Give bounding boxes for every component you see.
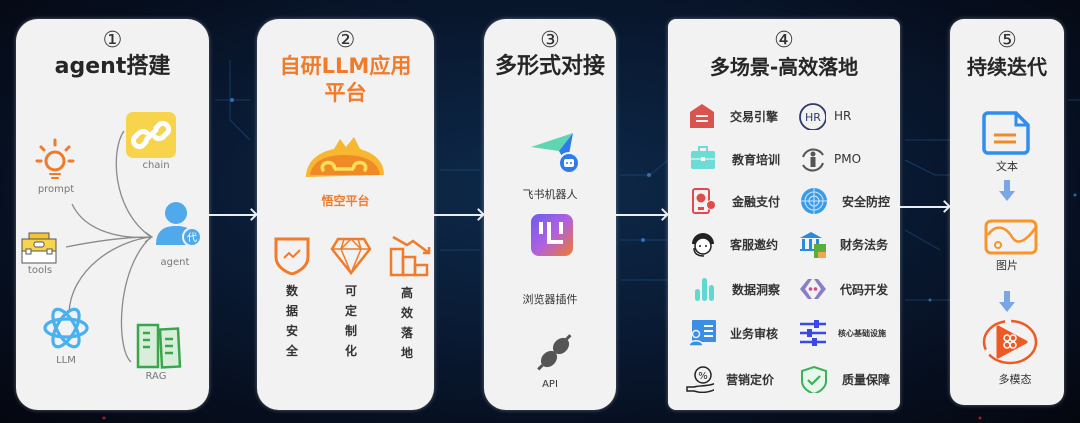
bank-icon <box>800 232 826 258</box>
code-icon <box>800 279 826 299</box>
flow-arrow-1-2 <box>209 214 255 216</box>
hr-icon: HR <box>799 103 826 130</box>
down-arrow-icon <box>999 291 1015 312</box>
rag-label: RAG <box>145 371 167 382</box>
svg-text:HR: HR <box>805 111 821 124</box>
stage-title: 多场景-高效落地 <box>709 55 859 79</box>
stage-title-line2: 平台 <box>324 81 367 105</box>
stage-number: ② <box>335 28 356 53</box>
scenario-finance-payment: 金融支付 <box>690 187 780 215</box>
scenario-education: 教育培训 <box>690 145 780 173</box>
diamond-icon <box>330 237 372 275</box>
stage-integration: ③ 多形式对接 飞书机器人 浏览器插件 API <box>484 19 616 410</box>
trade-engine-icon <box>690 104 714 128</box>
bar-chart-icon <box>695 278 714 301</box>
scenario-quality-assurance: 质量保障 <box>800 365 890 393</box>
agent-user-icon: 代 <box>156 202 202 247</box>
scenario-finance-legal: 财务法务 <box>798 230 888 258</box>
rag-database-icon <box>136 323 182 369</box>
image-label: 图片 <box>996 259 1018 272</box>
llm-label: LLM <box>56 355 76 366</box>
stage-number: ⑤ <box>997 28 1017 53</box>
browser-plugin-label: 浏览器插件 <box>522 293 578 306</box>
svg-text:%: % <box>698 371 708 382</box>
stage-agent-build: ① agent搭建 prompt <box>16 19 209 410</box>
connector-curves <box>65 130 154 363</box>
id-card-icon <box>688 320 716 347</box>
payment-phone-icon <box>692 188 716 214</box>
chain-link-icon <box>126 112 176 158</box>
scenario-customer-service: 客服邀约 <box>688 230 778 258</box>
prompt-label: prompt <box>37 184 75 195</box>
stage-multi-scenario: ④ 多场景-高效落地 交易引擎 HR HR 教育培训 PMO <box>668 19 900 410</box>
stage-number: ③ <box>540 28 560 53</box>
pmo-cycle-icon <box>802 148 824 172</box>
scenario-data-insight: 数据洞察 <box>690 275 780 303</box>
svg-text:代: 代 <box>187 232 197 244</box>
scenario-security: 安全防控 <box>800 187 890 215</box>
stage-title-line1: 自研LLM应用 <box>279 54 412 78</box>
multimodal-label: 多模态 <box>998 373 1032 386</box>
scenario-trade-engine: 交易引擎 <box>688 102 778 130</box>
customer-service-icon <box>692 233 714 257</box>
feishu-bot-label: 飞书机器人 <box>522 188 578 201</box>
browser-plugin-icon <box>531 214 573 256</box>
radar-icon <box>801 188 827 214</box>
sliders-icon <box>800 320 826 346</box>
flow-arrow-2-3 <box>434 214 482 216</box>
platform-name: 悟空平台 <box>321 194 370 208</box>
toolbox-icon <box>21 232 57 264</box>
tools-label: tools <box>27 265 53 276</box>
scenario-core-infra: 核心基础设施 <box>798 319 896 347</box>
down-arrow-icon <box>999 180 1015 201</box>
stage-number: ① <box>102 28 123 53</box>
plug-icon <box>537 334 572 371</box>
scenario-hr: HR HR <box>798 102 851 130</box>
text-label: 文本 <box>996 160 1018 173</box>
document-icon <box>982 111 1030 155</box>
flow-arrow-4-5 <box>900 206 948 208</box>
feishu-bot-icon <box>531 133 579 174</box>
image-icon <box>984 219 1038 255</box>
stage-llm-platform: ② 自研LLM应用 平台 悟空平台 数据安全 可定制化 高效落 <box>257 19 434 410</box>
feature-customizable: 可定制化 <box>344 284 357 358</box>
api-label: API <box>542 379 558 390</box>
wukong-logo-icon <box>306 137 384 177</box>
openai-llm-icon <box>43 307 89 349</box>
scenario-marketing-pricing: % 营销定价 <box>686 365 774 393</box>
flow-arrow-3-4 <box>616 214 666 216</box>
stage-title: 多形式对接 <box>494 54 605 79</box>
stage-number: ④ <box>774 28 794 53</box>
multimodal-play-icon <box>982 319 1038 365</box>
stage-iteration: ⑤ 持续迭代 文本 图片 多模态 <box>950 19 1064 405</box>
percent-hand-icon: % <box>686 366 714 393</box>
agent-label: agent <box>160 257 190 268</box>
scenario-business-review: 业务审核 <box>688 319 778 347</box>
shield-check-icon <box>801 365 827 393</box>
stage-title: agent搭建 <box>54 54 171 79</box>
bar-chart-decline-icon <box>389 235 431 277</box>
lightbulb-icon <box>35 138 75 179</box>
chain-label: chain <box>142 160 170 171</box>
stage-title: 持续迭代 <box>967 55 1047 79</box>
feature-efficient-deploy: 高效落地 <box>400 286 413 360</box>
shield-icon <box>274 237 310 275</box>
feature-data-security: 数据安全 <box>285 284 298 358</box>
scenario-code-dev: 代码开发 <box>798 275 888 303</box>
scenario-pmo: PMO <box>798 145 861 173</box>
briefcase-icon <box>691 146 715 169</box>
